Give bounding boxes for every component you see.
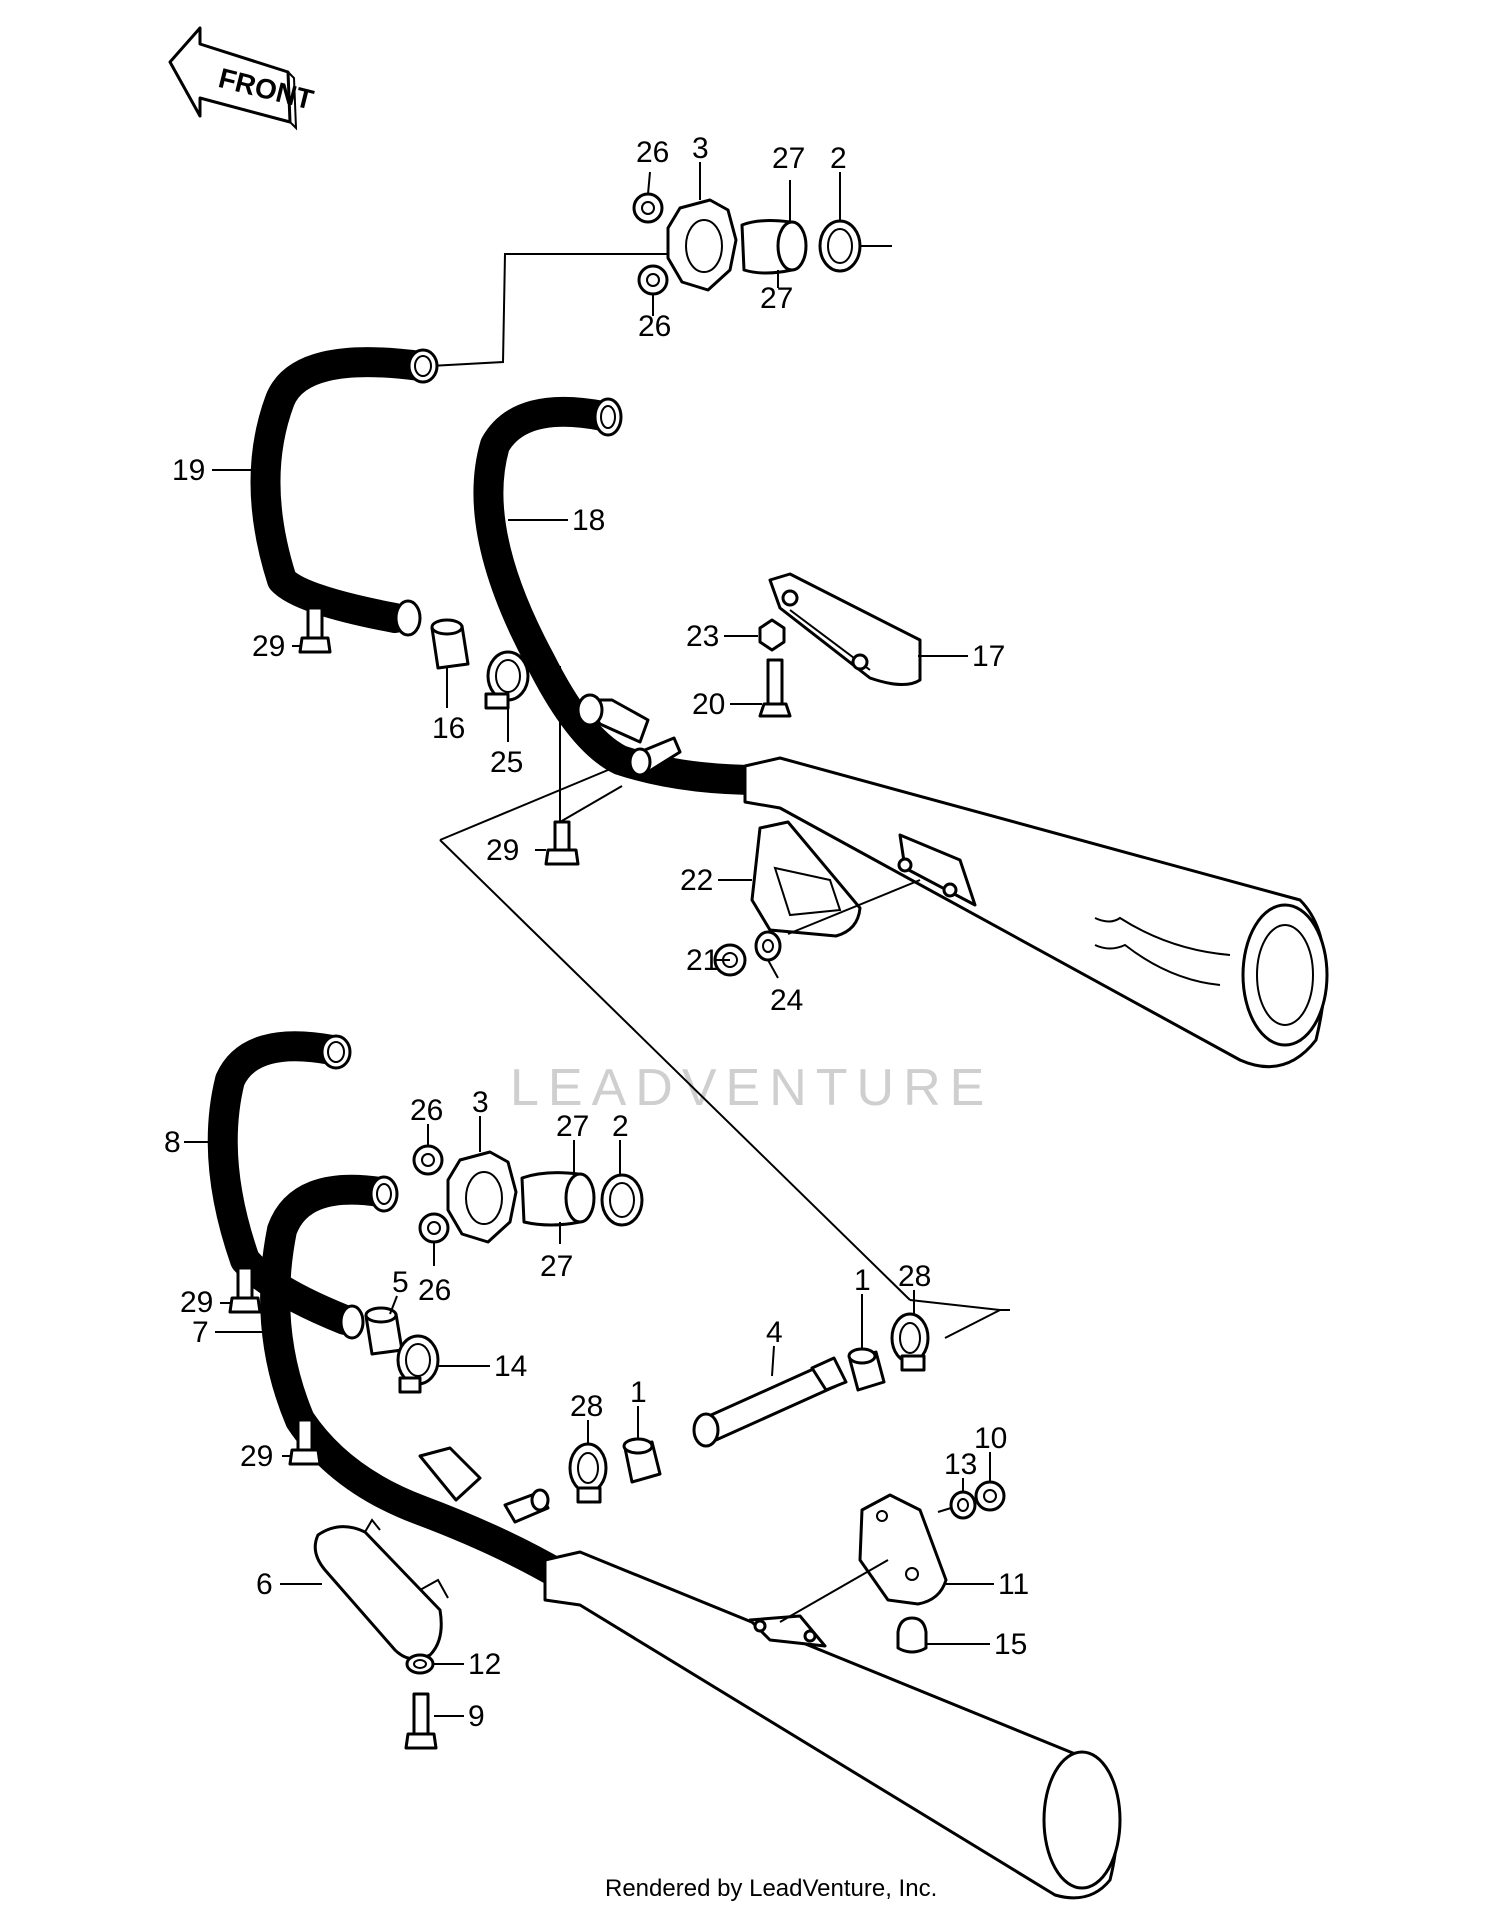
callout-13: 13 bbox=[944, 1448, 977, 1481]
bolt-29-upper-left bbox=[298, 636, 332, 654]
callout-12: 12 bbox=[468, 1648, 501, 1681]
bolt-29-lower-lower bbox=[288, 1448, 322, 1466]
nut-10 bbox=[974, 1480, 1006, 1512]
callout-24: 24 bbox=[770, 984, 803, 1017]
callout-15: 15 bbox=[994, 1628, 1027, 1661]
muffler-lower bbox=[543, 1550, 1122, 1900]
callout-1: 1 bbox=[630, 1376, 647, 1409]
exhaust-pipe-18 bbox=[473, 396, 775, 795]
lower-leader-lines bbox=[184, 1116, 994, 1717]
callout-labels: 26 3 27 2 26 27 19 18 29 16 25 23 17 20 … bbox=[164, 132, 1029, 1733]
footer-credit: Rendered by LeadVenture, Inc. bbox=[605, 1875, 937, 1902]
callout-25: 25 bbox=[490, 746, 523, 779]
callout-8: 8 bbox=[164, 1126, 181, 1159]
bolt-29-lower-upper bbox=[228, 1296, 262, 1314]
bracket-11 bbox=[858, 1493, 948, 1606]
flange-3-lower bbox=[446, 1150, 518, 1244]
callout-29: 29 bbox=[240, 1440, 273, 1473]
nut-26-upper-bottom bbox=[637, 264, 669, 296]
callout-26: 26 bbox=[418, 1274, 451, 1307]
callout-29: 29 bbox=[180, 1286, 213, 1319]
clamp-28-left bbox=[568, 1442, 608, 1494]
upper-leader-lines bbox=[212, 162, 1010, 1339]
lower-small-parts bbox=[228, 1266, 1006, 1750]
nut-26-lower-bottom bbox=[418, 1212, 450, 1244]
gasket-2-lower bbox=[600, 1173, 644, 1227]
heat-shield-6 bbox=[313, 1518, 449, 1661]
callout-29: 29 bbox=[252, 630, 285, 663]
callout-21: 21 bbox=[686, 944, 719, 977]
crossover-pipe-4 bbox=[698, 1364, 838, 1442]
callout-27: 27 bbox=[760, 282, 793, 315]
muffler-upper bbox=[743, 756, 1329, 1069]
watermark: LEADVENTURE bbox=[510, 1059, 993, 1117]
nut-26-lower-top bbox=[412, 1144, 444, 1176]
washer-24 bbox=[754, 930, 782, 962]
callout-2: 2 bbox=[830, 142, 847, 175]
callout-19: 19 bbox=[172, 454, 205, 487]
lower-flange-group bbox=[412, 1144, 644, 1244]
callout-2: 2 bbox=[612, 1110, 629, 1143]
callout-1: 1 bbox=[854, 1264, 871, 1297]
callout-26: 26 bbox=[638, 310, 671, 343]
bolt-9 bbox=[404, 1732, 438, 1750]
callout-27: 27 bbox=[772, 142, 805, 175]
callout-26: 26 bbox=[410, 1094, 443, 1127]
callout-16: 16 bbox=[432, 712, 465, 745]
callout-27: 27 bbox=[540, 1250, 573, 1283]
mount-plate-22 bbox=[750, 820, 862, 938]
nut-26-upper-top bbox=[632, 192, 664, 224]
exhaust-pipe-19 bbox=[250, 347, 439, 637]
callout-3: 3 bbox=[692, 132, 709, 165]
callout-17: 17 bbox=[972, 640, 1005, 673]
callout-7: 7 bbox=[192, 1316, 209, 1349]
callout-22: 22 bbox=[680, 864, 713, 897]
callout-18: 18 bbox=[572, 504, 605, 537]
callout-23: 23 bbox=[686, 620, 719, 653]
callout-6: 6 bbox=[256, 1568, 273, 1601]
callout-11: 11 bbox=[998, 1568, 1029, 1601]
callout-4: 4 bbox=[766, 1316, 783, 1349]
callout-20: 20 bbox=[692, 688, 725, 721]
callout-27: 27 bbox=[556, 1110, 589, 1143]
upper-flange-group bbox=[632, 192, 892, 296]
callout-3: 3 bbox=[472, 1086, 489, 1119]
callout-9: 9 bbox=[468, 1700, 485, 1733]
callout-28: 28 bbox=[898, 1260, 931, 1293]
callout-26: 26 bbox=[636, 136, 669, 169]
front-arrow: FRONT bbox=[168, 26, 317, 131]
crossover-assembly bbox=[568, 1312, 930, 1504]
callout-29: 29 bbox=[486, 834, 519, 867]
callout-10: 10 bbox=[974, 1422, 1007, 1455]
grommet-15 bbox=[896, 1616, 928, 1654]
callout-14: 14 bbox=[494, 1350, 527, 1383]
washer-12 bbox=[405, 1653, 435, 1675]
callout-28: 28 bbox=[570, 1390, 603, 1423]
washer-13 bbox=[949, 1490, 977, 1520]
bracket-17 bbox=[768, 572, 922, 686]
callout-5: 5 bbox=[392, 1266, 409, 1299]
bolt-20 bbox=[758, 702, 792, 718]
nut-23 bbox=[758, 618, 786, 652]
bolt-29-upper-mid bbox=[544, 848, 580, 866]
flange-3-upper bbox=[666, 198, 738, 292]
